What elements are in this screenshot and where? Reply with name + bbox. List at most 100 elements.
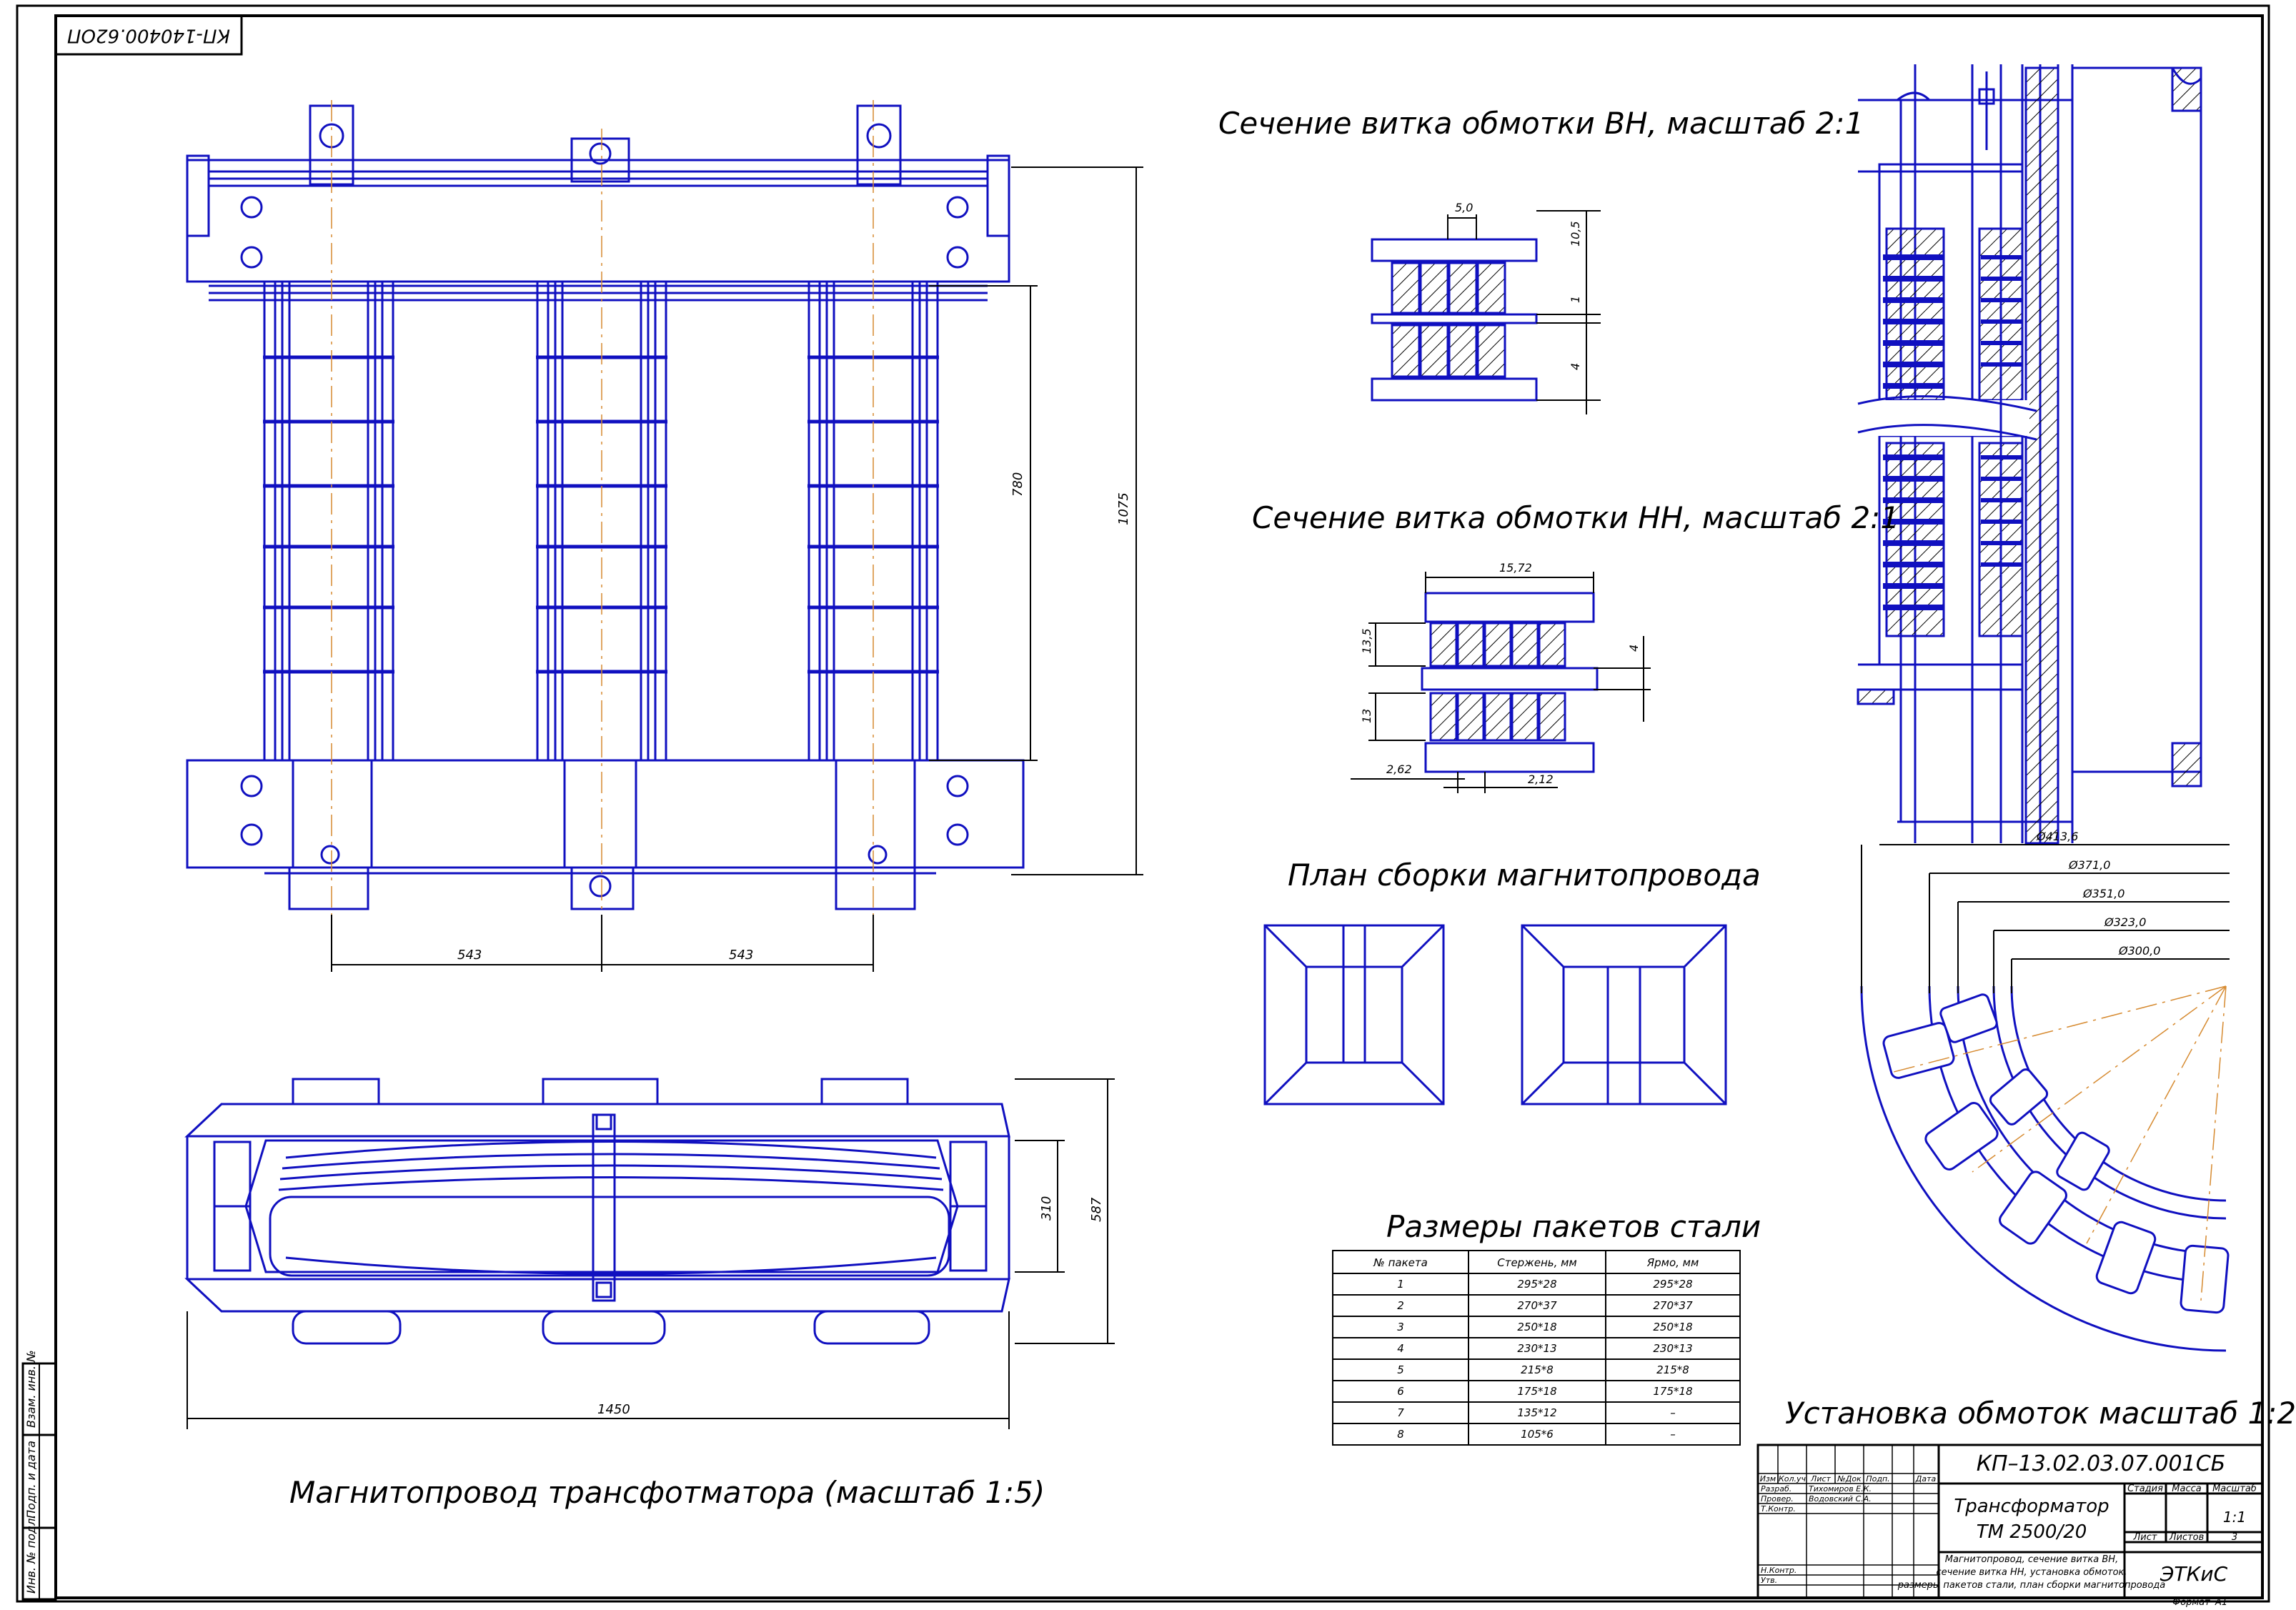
core-front-dimensions	[331, 167, 1143, 972]
dim-pitch-left: 543	[457, 948, 482, 963]
packets-cell-r2-c1: 2	[1397, 1299, 1404, 1312]
role-2: Провер.	[1761, 1494, 1794, 1504]
packets-table-text: № пакета Стержень, мм Ярмо, мм 1 295*28 295*2…	[1373, 1256, 1699, 1441]
nn-dim-h2: 13	[1360, 709, 1373, 723]
core-column-right	[807, 280, 939, 762]
nn-dim-w1: 2,62	[1386, 762, 1412, 776]
dim-plan-depth-inner: 310	[1039, 1196, 1054, 1221]
core-plan-view	[184, 1078, 1010, 1345]
sheets-label: Листов	[2169, 1532, 2205, 1543]
side-stamp-label-1: Инв. № подл.	[24, 1515, 38, 1594]
role-3: Т.Контр.	[1761, 1504, 1796, 1514]
core-front-view	[186, 100, 1025, 915]
windings-install-section	[1857, 64, 2202, 845]
vn-dim-top: 10,5	[1569, 221, 1582, 247]
diam-3: Ø351,0	[2082, 887, 2124, 900]
nn-winding-section: 15,72 13,5 13 4 2,62 2,12	[1351, 561, 1651, 793]
packets-header-1: № пакета	[1373, 1256, 1428, 1269]
dim-window-height: 780	[1010, 472, 1025, 497]
dim-core-height: 1075	[1116, 492, 1131, 525]
desc-1: Магнитопровод, сечение витка ВН,	[1945, 1554, 2118, 1565]
rotated-code-text: КП-140400.62ОП	[67, 25, 230, 46]
org-name: ЭТКиС	[2160, 1562, 2228, 1586]
packets-cell-r3-c3: 250*18	[1653, 1321, 1692, 1333]
core-column-left	[263, 280, 394, 762]
packets-table	[1332, 1250, 1741, 1446]
packets-cell-r5-c3: 215*8	[1656, 1363, 1689, 1376]
diam-4: Ø323,0	[2104, 915, 2146, 929]
product-name-1: Трансформатор	[1954, 1496, 2109, 1517]
col-head-6: Дата	[1915, 1474, 1937, 1484]
col-head-2: Кол.уч	[1779, 1474, 1807, 1484]
title-assembly-plan: План сборки магнитопровода	[1288, 858, 1761, 893]
title-core: Магнитопровод трансфотматора (масштаб 1:…	[289, 1475, 1045, 1510]
dim-pitch-right: 543	[729, 948, 753, 963]
vn-dim-gap: 1	[1569, 296, 1582, 303]
title-block	[1756, 1443, 2264, 1599]
core-plan-dimensions	[187, 1078, 1115, 1429]
packets-cell-r1-c1: 1	[1397, 1278, 1404, 1291]
nn-dim-w2: 2,12	[1528, 772, 1554, 786]
packets-cell-r4-c3: 230*13	[1653, 1342, 1692, 1355]
side-stamp: Инв. № подл. Подп. и дата Взам. инв. №	[21, 1350, 57, 1601]
sheet-label: Лист	[2133, 1532, 2157, 1543]
inner-frame	[54, 14, 2264, 1599]
vn-dim-bottom: 4	[1569, 363, 1582, 370]
nn-dim-width: 15,72	[1499, 561, 1532, 575]
rotated-code-stamp: КП-140400.62ОП	[54, 14, 243, 56]
packets-cell-r8-c3: –	[1670, 1428, 1676, 1441]
packets-cell-r6-c3: 175*18	[1653, 1385, 1692, 1398]
scale-label: Масштаб	[2212, 1484, 2257, 1494]
dim-plan-width: 1450	[597, 1402, 630, 1417]
nn-dim-gap: 4	[1627, 645, 1641, 652]
packets-cell-r1-c2: 295*28	[1517, 1278, 1556, 1291]
packets-cell-r4-c2: 230*13	[1517, 1342, 1556, 1355]
packets-cell-r2-c2: 270*37	[1517, 1299, 1557, 1312]
packets-header-2: Стержень, мм	[1497, 1256, 1577, 1269]
vn-winding-section: 5,0 10,5 1 4	[1371, 201, 1601, 414]
sheets-value: 3	[2232, 1532, 2237, 1543]
designation: КП–13.02.03.07.001СБ	[1977, 1451, 2226, 1476]
role-1: Разраб.	[1761, 1484, 1791, 1494]
packets-cell-r7-c3: –	[1670, 1406, 1676, 1419]
title-block-text: КП–13.02.03.07.001СБ Трансформатор ТМ 25…	[1760, 1451, 2257, 1608]
packets-cell-r3-c1: 3	[1397, 1321, 1404, 1333]
packets-cell-r6-c1: 6	[1397, 1385, 1404, 1398]
role-5: Утв.	[1761, 1576, 1777, 1585]
mass-label: Масса	[2172, 1484, 2201, 1494]
diam-5: Ø300,0	[2118, 944, 2160, 958]
nn-dim-h1: 13,5	[1360, 628, 1373, 654]
col-head-4: №Док	[1837, 1474, 1862, 1484]
title-vn-section: Сечение витка обмотки ВН, масштаб 2:1	[1218, 106, 1864, 141]
checker-name: Водовский С.А.	[1809, 1494, 1872, 1504]
role-4: Н.Контр.	[1761, 1566, 1796, 1575]
diam-1: Ø413,6	[2036, 830, 2078, 843]
title-nn-section: Сечение витка обмотки НН, масштаб 2:1	[1252, 500, 1900, 535]
col-head-1: Изм	[1760, 1474, 1776, 1484]
packets-header-3: Ярмо, мм	[1646, 1256, 1699, 1269]
side-stamp-label-3: Взам. инв. №	[24, 1350, 38, 1428]
packets-cell-r3-c2: 250*18	[1517, 1321, 1556, 1333]
packets-cell-r1-c3: 295*28	[1653, 1278, 1692, 1291]
developer-name: Тихомиров Е.К.	[1809, 1484, 1872, 1494]
dim-plan-depth-outer: 587	[1089, 1197, 1104, 1222]
product-name-2: ТМ 2500/20	[1977, 1521, 2087, 1543]
packets-cell-r2-c3: 270*37	[1653, 1299, 1693, 1312]
format-label: Формат	[2172, 1597, 2210, 1608]
title-windings-install: Установка обмоток масштаб 1:2	[1785, 1396, 2296, 1431]
format-value: А1	[2215, 1597, 2227, 1608]
desc-2: сечение витка НН, установка обмоток,	[1936, 1567, 2127, 1578]
packets-cell-r8-c1: 8	[1397, 1428, 1404, 1441]
packets-cell-r6-c2: 175*18	[1517, 1385, 1556, 1398]
stage-label: Стадия	[2127, 1484, 2163, 1494]
packets-cell-r8-c2: 105*6	[1521, 1428, 1554, 1441]
diam-2: Ø371,0	[2068, 858, 2110, 872]
packets-cell-r5-c2: 215*8	[1521, 1363, 1554, 1376]
desc-3: размеры пакетов стали, план сборки магни…	[1897, 1580, 2166, 1591]
assembly-plan	[1263, 924, 1727, 1105]
col-head-3: Лист	[1810, 1474, 1831, 1484]
vn-dim-width: 5,0	[1455, 201, 1473, 214]
packets-cell-r4-c1: 4	[1397, 1342, 1404, 1355]
